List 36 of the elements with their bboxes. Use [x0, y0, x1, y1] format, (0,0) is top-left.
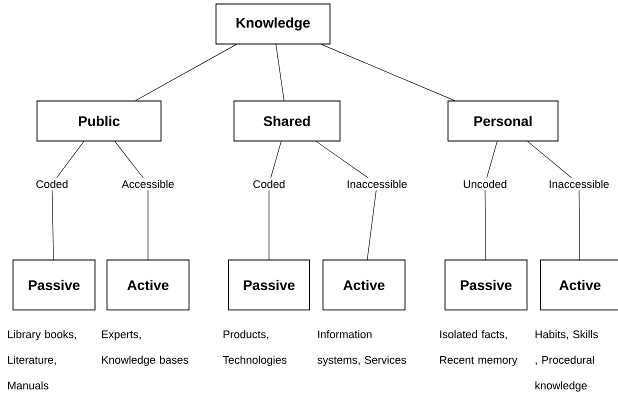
- branch-label: Coded: [36, 180, 68, 188]
- type-box: Active: [322, 260, 406, 310]
- connector-line: [268, 190, 270, 260]
- connector-line: [316, 141, 368, 178]
- connector-line: [52, 190, 54, 260]
- connector-line: [484, 190, 486, 260]
- category-box: Public: [36, 100, 162, 142]
- category-box: Personal: [448, 100, 558, 142]
- connector-line: [276, 44, 284, 101]
- branch-label: Inaccessible: [348, 180, 407, 188]
- type-box: Active: [540, 260, 618, 310]
- description-text: Library books, Literature, Manuals: [8, 330, 76, 390]
- type-box: Passive: [444, 260, 528, 310]
- description-text: Information systems, Services: [318, 330, 406, 366]
- connector-line: [578, 190, 580, 260]
- description-text: Products, Technologies: [222, 330, 286, 366]
- type-box: Passive: [228, 260, 310, 310]
- root-box: Knowledge: [216, 4, 330, 44]
- connector-line: [366, 190, 376, 260]
- description-text: Experts, Knowledge bases: [102, 330, 188, 366]
- description-text: Isolated facts, Recent memory: [440, 330, 518, 366]
- connector-line: [135, 44, 237, 101]
- connector-line: [56, 141, 84, 178]
- connector-line: [270, 141, 282, 178]
- type-box: Passive: [12, 260, 96, 310]
- branch-label: Coded: [253, 180, 284, 188]
- branch-label: Inaccessible: [550, 180, 609, 188]
- branch-label: Uncoded: [464, 180, 506, 188]
- category-box: Shared: [234, 100, 340, 142]
- connector-line: [527, 141, 572, 178]
- description-text: Habits, Skills , Procedural knowledge: [535, 330, 598, 392]
- branch-label: Accessible: [122, 180, 174, 188]
- connector-line: [114, 141, 144, 178]
- type-box: Active: [106, 260, 190, 310]
- connector-line: [486, 141, 498, 178]
- connector-line: [321, 44, 455, 101]
